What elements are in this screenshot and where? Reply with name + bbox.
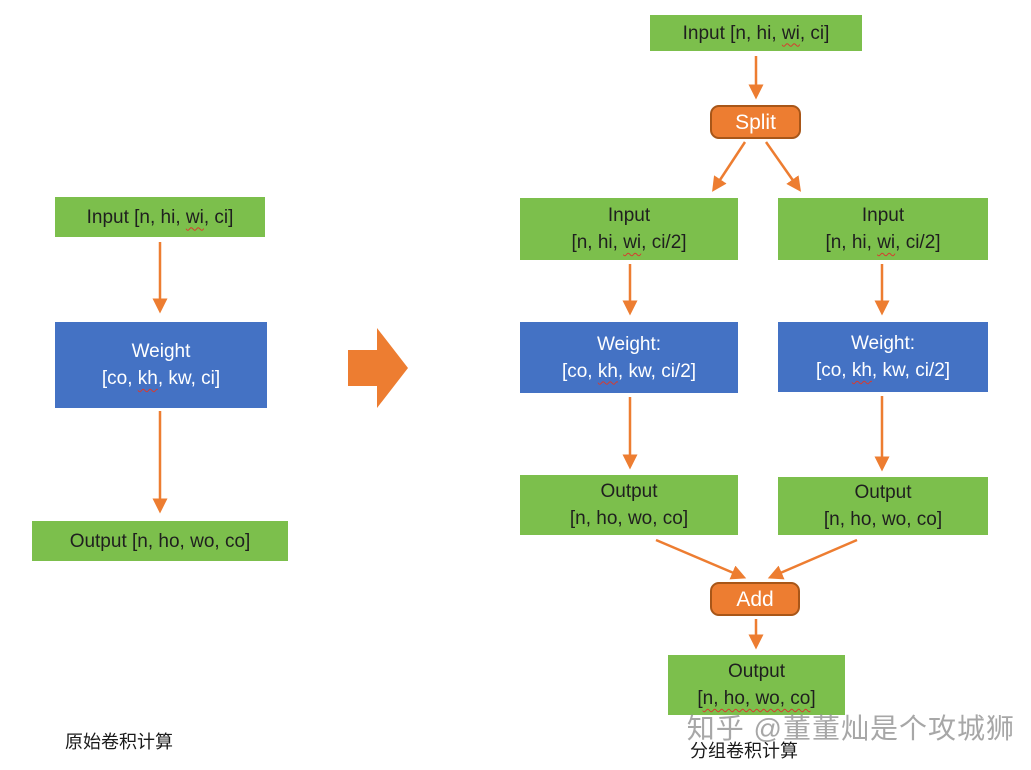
branch2-weight-wavy: kh (851, 360, 872, 381)
arrow-split-to-branch1 (712, 141, 747, 192)
branch2-output-box: Output [n, ho, wo, co] (778, 477, 988, 535)
grouped-top-input-box: Input [n, hi, wi, ci] (650, 15, 862, 51)
final-output-shape: [n, ho, wo, co] (697, 685, 815, 712)
left-weight-shape-wavy: kh (137, 368, 158, 389)
branch2-output-shape: [n, ho, wo, co] (823, 509, 943, 530)
final-output-post: ] (810, 688, 816, 709)
left-weight-shape-post: , kw, ci] (157, 368, 221, 389)
add-label: Add (736, 587, 774, 611)
branch1-input-wavy: wi (623, 232, 642, 253)
branch2-weight-title: Weight: (850, 333, 916, 354)
left-input-text-pre: Input [n, hi, (86, 206, 186, 228)
final-output-box: Output [n, ho, wo, co] (668, 655, 845, 715)
grouped-top-input-post: , ci] (799, 22, 830, 44)
left-input-text-wavy: wi (185, 206, 204, 228)
left-weight-box: Weight [co, kh, kw, ci] (55, 322, 267, 408)
branch2-input-shape: [n, hi, wi, ci/2] (825, 229, 940, 256)
branch2-input-post: , ci/2] (895, 232, 941, 253)
branch2-output-title: Output (854, 482, 912, 503)
branch1-input-post: , ci/2] (641, 232, 687, 253)
left-weight-title: Weight (131, 341, 191, 362)
branch2-weight-post: , kw, ci/2] (871, 360, 951, 381)
branch1-weight-box: Weight: [co, kh, kw, ci/2] (520, 322, 738, 393)
branch1-output-title: Output (600, 481, 658, 502)
branch1-weight-wavy: kh (597, 360, 618, 382)
arrow-split-to-branch2 (764, 141, 802, 192)
final-output-title: Output (727, 661, 786, 682)
branch2-input-pre: [n, hi, (825, 232, 878, 253)
arrow-b2-output-to-add (767, 538, 858, 580)
left-caption: 原始卷积计算 (65, 732, 173, 752)
left-weight-shape: [co, kh, kw, ci] (102, 365, 220, 392)
branch2-input-box: Input [n, hi, wi, ci/2] (778, 198, 988, 260)
final-output-wavy: n, ho, wo, co (702, 688, 811, 709)
split-label: Split (735, 110, 776, 134)
left-input-text-post: , ci] (203, 206, 234, 228)
branch2-weight-shape: [co, kh, kw, ci/2] (816, 357, 950, 384)
add-node: Add (710, 582, 800, 616)
right-caption: 分组卷积计算 (690, 741, 798, 761)
transform-block-arrow-icon (348, 328, 408, 408)
branch1-input-box: Input [n, hi, wi, ci/2] (520, 198, 738, 260)
final-output-pre: [ (697, 688, 703, 709)
branch1-input-title: Input (607, 205, 651, 226)
grouped-top-input-pre: Input [n, hi, (682, 22, 782, 44)
grouped-top-input-text: Input [n, hi, wi, ci] (683, 20, 830, 47)
arrow-b1-output-to-add (655, 538, 747, 580)
branch1-weight-post: , kw, ci/2] (617, 360, 697, 382)
branch1-output-box: Output [n, ho, wo, co] (520, 475, 738, 535)
branch2-weight-box: Weight: [co, kh, kw, ci/2] (778, 322, 988, 392)
branch1-weight-pre: [co, (561, 360, 598, 382)
branch2-weight-pre: [co, (815, 360, 852, 381)
branch1-output-shape: [n, ho, wo, co] (569, 508, 689, 529)
left-output-text: Output [n, ho, wo, co] (69, 530, 251, 552)
grouped-top-input-wavy: wi (781, 22, 800, 44)
branch1-weight-shape: [co, kh, kw, ci/2] (562, 358, 696, 385)
left-input-box: Input [n, hi, wi, ci] (55, 197, 265, 237)
zhihu-watermark: 知乎 @董董灿是个攻城狮 (686, 713, 1015, 744)
branch2-input-wavy: wi (877, 232, 896, 253)
left-weight-shape-pre: [co, (101, 368, 138, 389)
left-input-text: Input [n, hi, wi, ci] (87, 204, 234, 231)
split-node: Split (710, 105, 801, 139)
branch2-input-title: Input (861, 205, 905, 226)
branch1-input-shape: [n, hi, wi, ci/2] (571, 229, 686, 256)
branch1-input-pre: [n, hi, (571, 232, 624, 253)
branch1-weight-title: Weight: (596, 333, 662, 355)
left-output-box: Output [n, ho, wo, co] (32, 521, 288, 561)
